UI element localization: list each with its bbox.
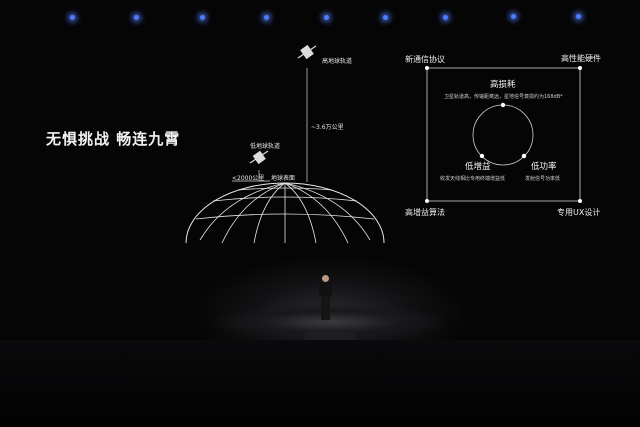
satellite-icon [249, 150, 269, 165]
ceiling-light [511, 14, 516, 19]
high-orbit-label: 高地球轨道 [322, 58, 353, 65]
ceiling-light [383, 15, 388, 20]
ceiling-light [324, 15, 329, 20]
earth-surface-label: 地球表面 [271, 175, 296, 182]
slide-headline: 无惧挑战 畅连九霄 [46, 130, 181, 148]
earth-globe [185, 182, 385, 244]
panel-top-left-label: 新通信协议 [405, 55, 445, 64]
node-right-title: 低功率 [531, 162, 557, 172]
presenter-head [322, 275, 329, 282]
presenter-body [319, 282, 332, 296]
audience-area [0, 340, 640, 427]
ceiling-light [576, 14, 581, 19]
ceiling-light [264, 15, 269, 20]
ceiling-light [443, 15, 448, 20]
node-top-title: 高损耗 [490, 80, 516, 90]
low-orbit-label: 低地球轨道 [250, 143, 281, 150]
ceiling-light [200, 15, 205, 20]
node-top-desc: 卫星轨道高，传输距离远，星地信号衰损约为168dB* [444, 94, 563, 100]
satellite-icon [297, 44, 317, 60]
node-left-desc: 收发天线相比专用终端增益低 [440, 176, 506, 182]
presenter-legs [321, 296, 330, 320]
node-left-title: 低增益 [465, 162, 491, 172]
high-orbit-distance: ~3.6万公里 [311, 124, 344, 131]
low-orbit-distance: <2000公里 [232, 175, 265, 182]
ceiling-light [70, 15, 75, 20]
node-right-desc: 发射信号功率低 [525, 176, 561, 182]
orbit-lines [232, 68, 308, 182]
panel-bottom-right-label: 专用UX设计 [557, 208, 601, 217]
ceiling-light [134, 15, 139, 20]
panel-bottom-left-label: 高增益算法 [405, 208, 445, 217]
panel-top-right-label: 高性能硬件 [561, 54, 601, 63]
panel-dots [425, 66, 582, 203]
